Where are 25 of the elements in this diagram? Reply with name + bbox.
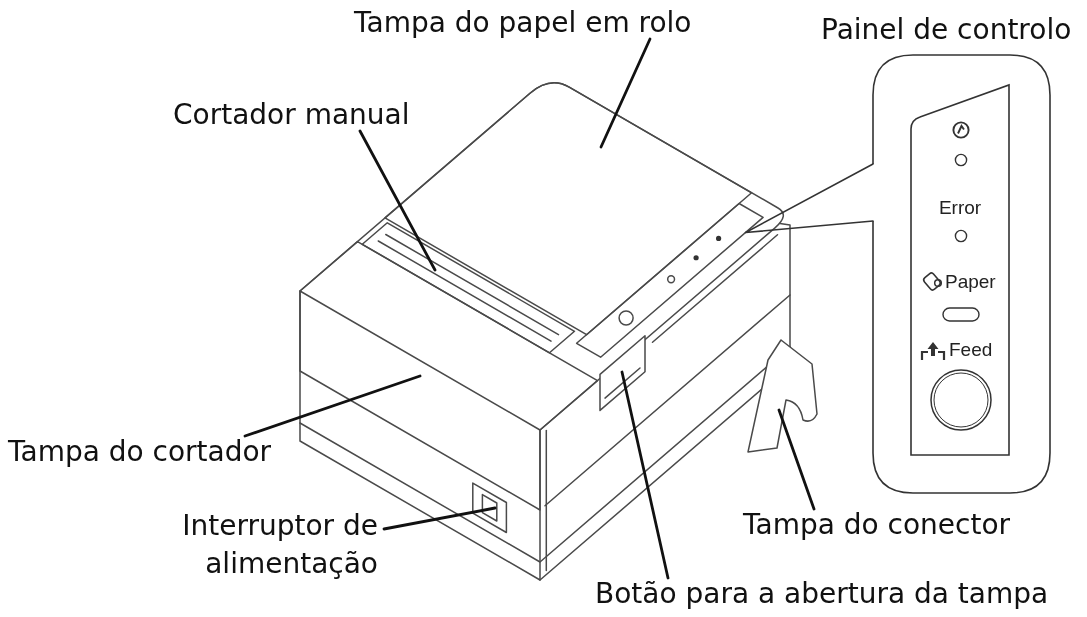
callout-pointer [744, 163, 874, 234]
leader-line [777, 408, 816, 511]
indicator-label: Paper [945, 271, 996, 293]
cutter-cover [299, 240, 599, 511]
indicator-label: Feed [949, 339, 993, 361]
callout-panel [873, 55, 1050, 493]
leader-line [243, 374, 422, 438]
part-label: Tampa do cortador [5, 436, 275, 468]
control-panel-strip [575, 202, 764, 358]
control-panel-plate [911, 85, 1009, 455]
panel-heading: Painel de controlo [821, 14, 1072, 46]
connector-cover [747, 339, 818, 453]
part-label: Botão para a abertura da tampa [592, 578, 1052, 610]
leader-line [599, 37, 652, 149]
part-label: Cortador manual [170, 99, 413, 131]
indicator-label: Error [937, 197, 983, 219]
power-switch [472, 482, 508, 534]
part-label: Tampa do conector [740, 509, 1014, 541]
cover-open-button [599, 334, 646, 412]
manual-cutter [361, 222, 576, 354]
leader-line [620, 370, 670, 580]
leader-line [382, 506, 497, 531]
part-label: Interruptor de alimentação [163, 507, 384, 583]
part-label: Tampa do papel em rolo [351, 7, 695, 39]
leader-line [358, 129, 437, 272]
